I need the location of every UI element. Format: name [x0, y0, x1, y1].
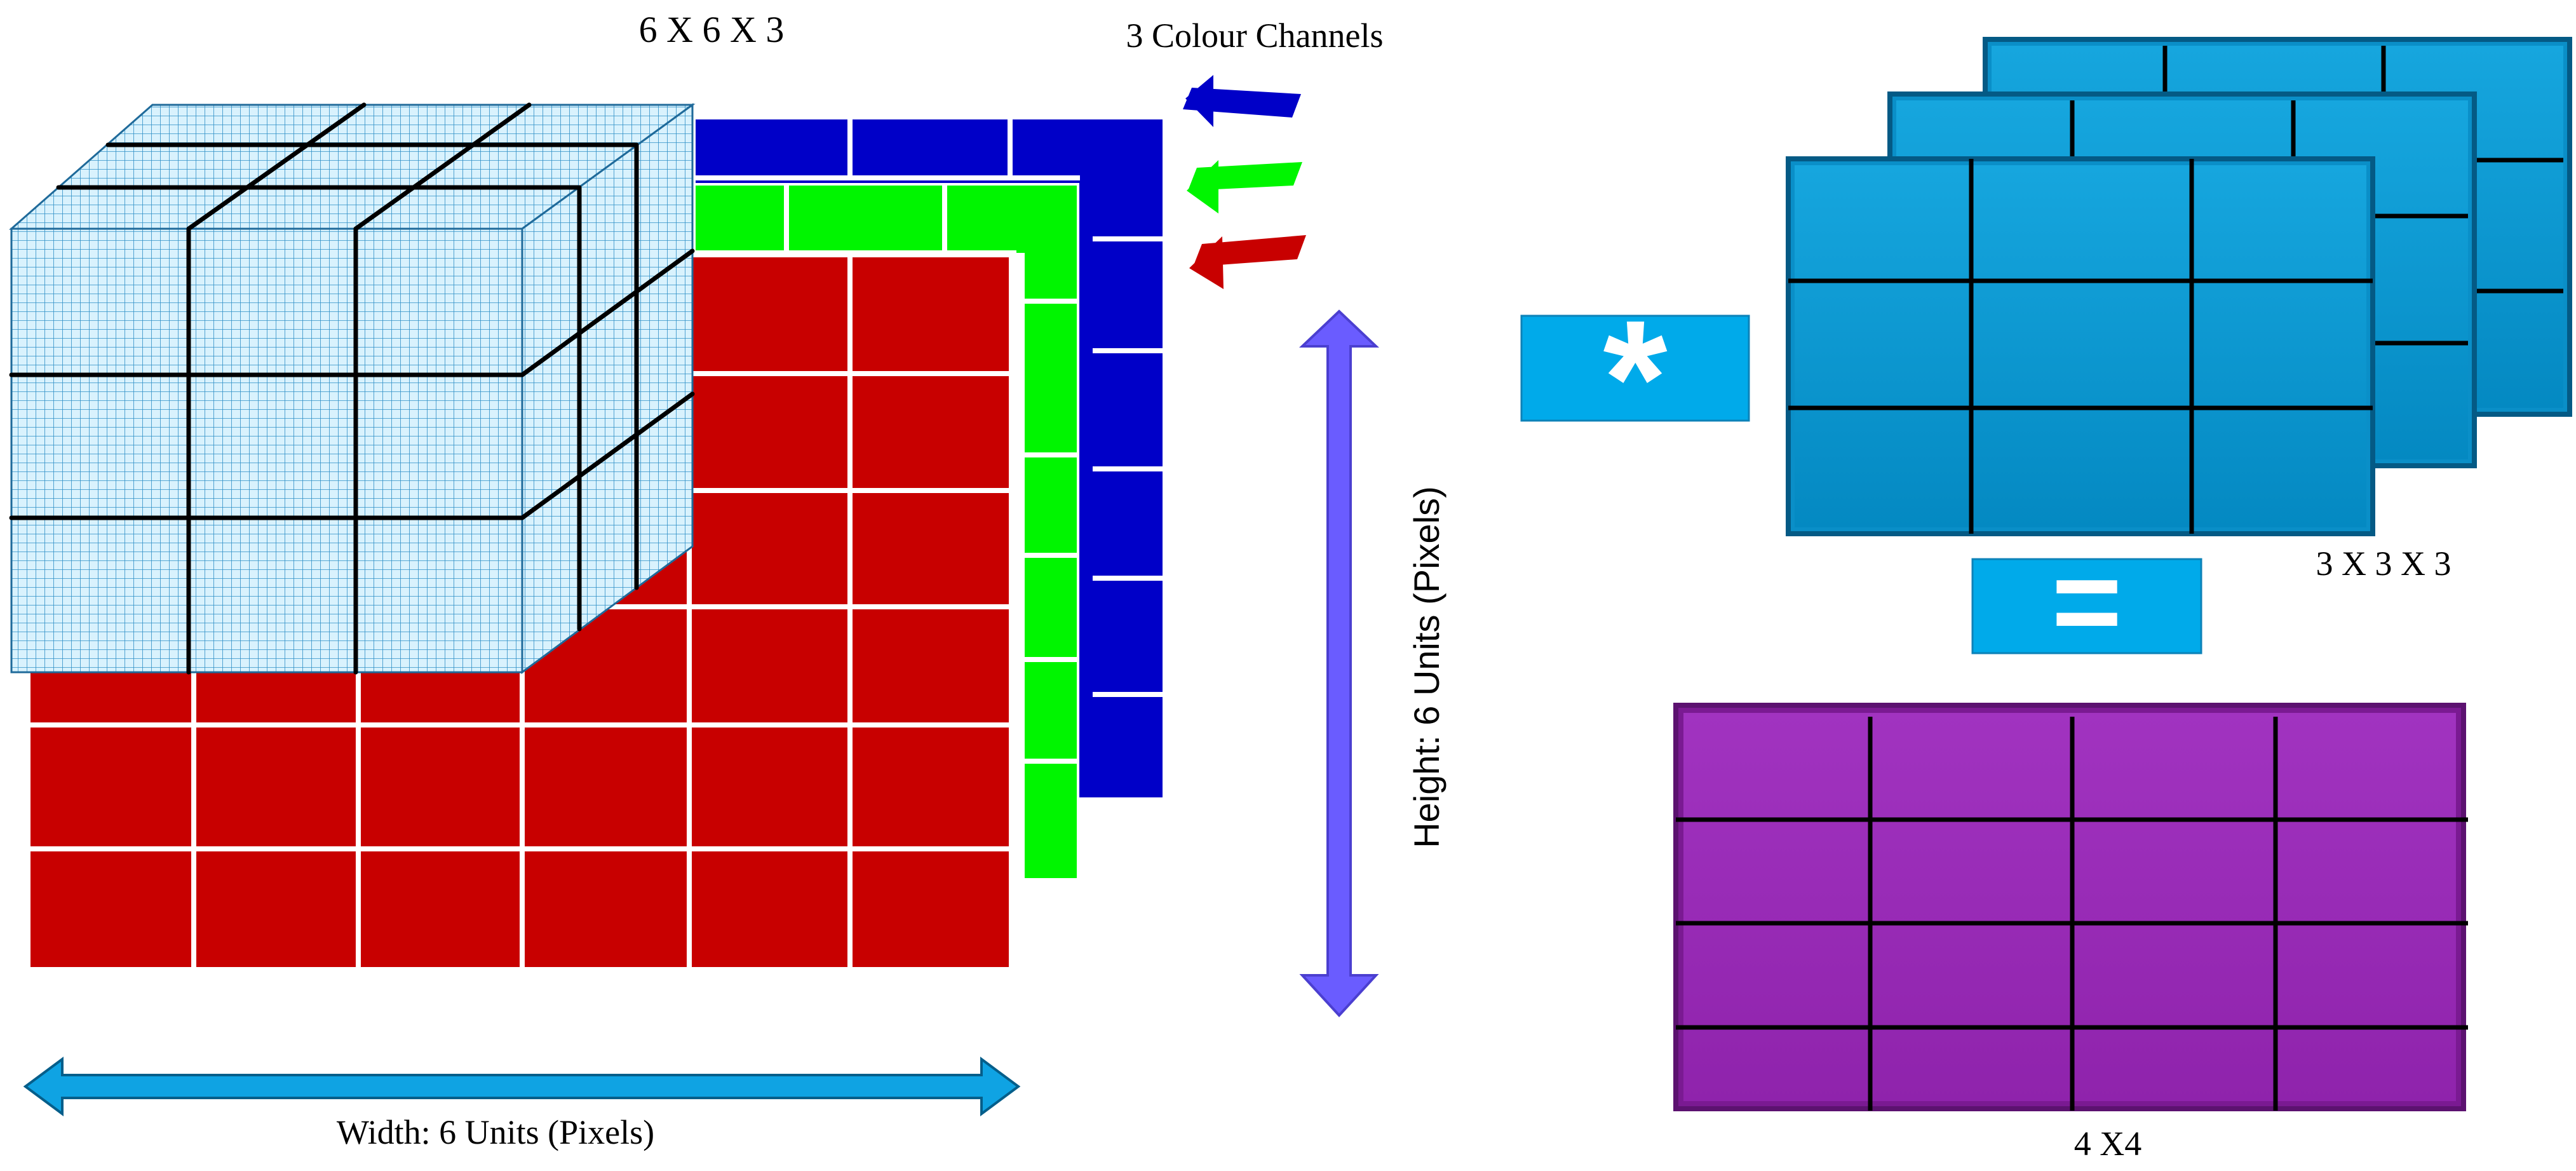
- filter-cube: [9, 102, 696, 675]
- convolve-operator: *: [1520, 287, 1750, 471]
- red-arrow-head-icon: [1189, 236, 1224, 289]
- blue-arrow-head-icon: [1185, 75, 1213, 127]
- input-dimensions-label: 6 X 6 X 3: [639, 9, 785, 50]
- height-arrow-icon: [1298, 309, 1380, 1017]
- filter-stack: [1786, 37, 2572, 536]
- channel-arrows: [1183, 75, 1306, 289]
- height-label: Height: 6 Units (Pixels): [1406, 486, 1446, 848]
- green-arrow-head-icon: [1187, 160, 1218, 213]
- filter-dimensions-label: 3 X 3 X 3: [2316, 545, 2451, 583]
- width-arrow-icon: [23, 1057, 1021, 1116]
- width-label: Width: 6 Units (Pixels): [337, 1113, 654, 1151]
- equals-symbol: =: [2052, 534, 2122, 669]
- output-dimensions-label: 4 X4: [2074, 1125, 2142, 1163]
- colour-channels-label: 3 Colour Channels: [1126, 17, 1384, 55]
- equals-operator: =: [1971, 534, 2202, 669]
- convolve-symbol: *: [1603, 287, 1668, 471]
- output-feature-map: [1673, 703, 2468, 1111]
- filter-layer-1: [1786, 156, 2375, 536]
